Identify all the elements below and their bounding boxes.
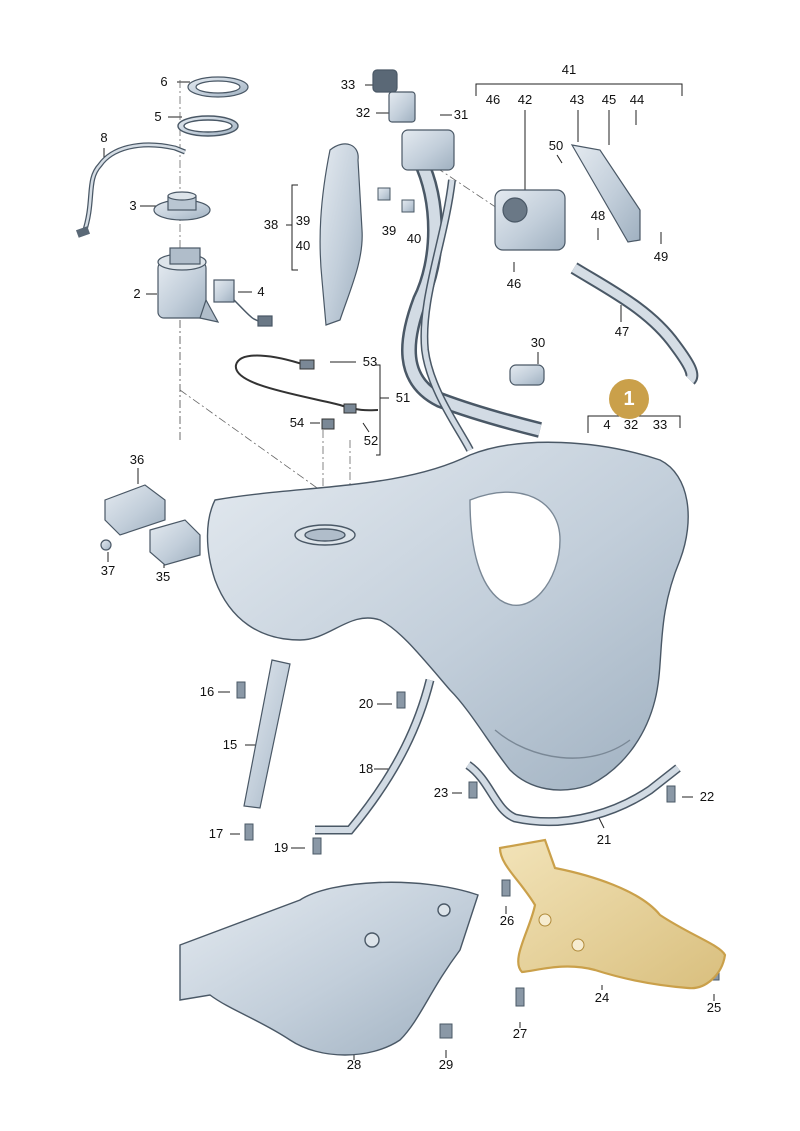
callout-40: 40 xyxy=(295,238,311,253)
callout-4: 4 xyxy=(603,417,611,432)
callout-17: 17 xyxy=(208,826,224,841)
callout-54: 54 xyxy=(289,415,305,430)
callout-52: 52 xyxy=(363,433,379,448)
heat-shield-28-part xyxy=(179,881,479,1056)
fuel-tank-part xyxy=(206,441,689,791)
level-sender-part xyxy=(213,279,273,327)
callout-44: 44 xyxy=(629,92,645,107)
heat-shield-24-highlighted-part xyxy=(498,838,727,990)
control-module-parts xyxy=(100,484,201,566)
callout-38: 38 xyxy=(263,217,279,232)
callout-47: 47 xyxy=(614,324,630,339)
callout-20: 20 xyxy=(358,696,374,711)
filler-valve-part xyxy=(509,364,545,386)
callout-19: 19 xyxy=(273,840,289,855)
callout-33: 33 xyxy=(652,417,668,432)
callout-25: 25 xyxy=(706,1000,722,1015)
sealing-ring-part xyxy=(187,76,249,98)
callout-30: 30 xyxy=(530,335,546,350)
callout-8: 8 xyxy=(100,130,108,145)
highlight-badge[interactable]: 1 xyxy=(609,379,649,419)
callout-27: 27 xyxy=(512,1026,528,1041)
callout-39: 39 xyxy=(295,213,311,228)
callout-5: 5 xyxy=(154,109,162,124)
callout-32: 32 xyxy=(623,417,639,432)
strap-18-part xyxy=(315,678,435,835)
callout-4: 4 xyxy=(257,284,265,299)
callout-43: 43 xyxy=(569,92,585,107)
callout-2: 2 xyxy=(133,286,141,301)
callout-51: 51 xyxy=(395,390,411,405)
filler-housing-part xyxy=(494,189,566,251)
strap-15-part xyxy=(243,659,291,809)
callout-33: 33 xyxy=(340,77,356,92)
callout-48: 48 xyxy=(590,208,606,223)
fuel-pump-part xyxy=(157,247,220,323)
filler-shield-part xyxy=(319,143,363,326)
callout-24: 24 xyxy=(594,990,610,1005)
callout-49: 49 xyxy=(653,249,669,264)
mounting-rail-part xyxy=(570,144,641,243)
wiring-harness-part xyxy=(234,354,379,430)
callout-46: 46 xyxy=(506,276,522,291)
callout-50: 50 xyxy=(548,138,564,153)
callout-41: 41 xyxy=(561,62,577,77)
callout-3: 3 xyxy=(129,198,137,213)
pump-flange-part xyxy=(153,191,211,221)
locking-ring-part xyxy=(177,115,239,137)
callout-16: 16 xyxy=(199,684,215,699)
callout-40: 40 xyxy=(406,231,422,246)
callout-29: 29 xyxy=(438,1057,454,1072)
fuel-line-part xyxy=(75,142,186,238)
callout-21: 21 xyxy=(596,832,612,847)
vent-hose-part xyxy=(570,262,699,385)
strap-21-part xyxy=(465,761,681,827)
callout-31: 31 xyxy=(453,107,469,122)
leader-lines xyxy=(103,81,715,1060)
callout-28: 28 xyxy=(346,1057,362,1072)
callout-15: 15 xyxy=(222,737,238,752)
callout-45: 45 xyxy=(601,92,617,107)
filler-neck-part xyxy=(400,129,542,452)
callout-46: 46 xyxy=(485,92,501,107)
callout-39: 39 xyxy=(381,223,397,238)
callout-37: 37 xyxy=(100,563,116,578)
clip-parts xyxy=(377,187,415,213)
callout-23: 23 xyxy=(433,785,449,800)
callout-26: 26 xyxy=(499,913,515,928)
fuel-cap-part xyxy=(372,69,416,123)
callout-53: 53 xyxy=(362,354,378,369)
callout-32: 32 xyxy=(355,105,371,120)
callout-22: 22 xyxy=(699,789,715,804)
callout-36: 36 xyxy=(129,452,145,467)
callout-6: 6 xyxy=(160,74,168,89)
callout-18: 18 xyxy=(358,761,374,776)
callout-42: 42 xyxy=(517,92,533,107)
callout-35: 35 xyxy=(155,569,171,584)
